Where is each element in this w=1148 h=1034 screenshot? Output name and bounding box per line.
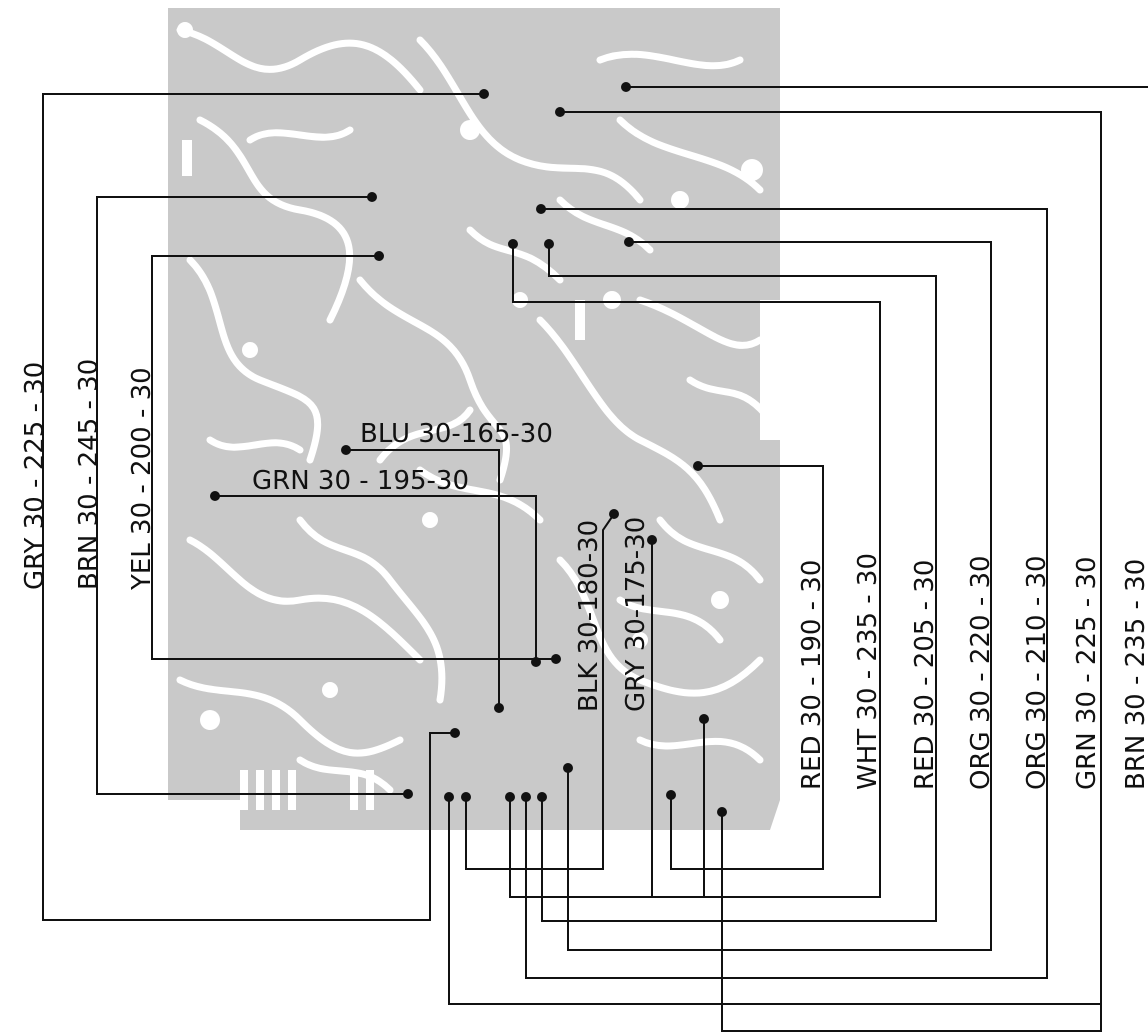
wires xyxy=(42,86,1148,1032)
label-brn-235: BRN 30 - 235 - 30 xyxy=(1121,559,1148,790)
wire-org-210 xyxy=(567,241,992,951)
pad xyxy=(210,491,220,501)
pad xyxy=(367,192,377,202)
label-gry-175: GRY 30-175-30 xyxy=(621,517,651,712)
pad xyxy=(555,107,565,117)
pad xyxy=(624,237,634,247)
wire-gry-175 xyxy=(526,540,653,898)
label-grn-195: GRN 30 - 195-30 xyxy=(252,466,469,496)
pad xyxy=(444,792,454,802)
pad xyxy=(521,792,531,802)
pad xyxy=(494,703,504,713)
pad xyxy=(341,445,351,455)
pad xyxy=(536,204,546,214)
pad xyxy=(563,763,573,773)
pad xyxy=(403,789,413,799)
pad xyxy=(508,239,518,249)
label-org-210: ORG 30 - 210 - 30 xyxy=(1022,555,1052,790)
wire-gry-225 xyxy=(42,93,484,921)
wire-red-205 xyxy=(509,244,881,898)
wire-grn-225 xyxy=(525,208,1048,979)
wire-yel-200 xyxy=(151,255,556,660)
label-red-190: RED 30 - 190 - 30 xyxy=(797,560,827,790)
wire-grn-195 xyxy=(215,495,537,662)
wire-org-220 xyxy=(541,244,937,922)
label-brn-245: BRN 30 - 245 - 30 xyxy=(74,359,104,590)
wire-brn-245 xyxy=(96,196,408,795)
pad xyxy=(461,792,471,802)
label-org-220: ORG 30 - 220 - 30 xyxy=(966,555,996,790)
label-blk-180: BLK 30-180-30 xyxy=(574,520,604,712)
pad xyxy=(621,82,631,92)
pad xyxy=(699,714,709,724)
wire-red-190 xyxy=(670,465,824,870)
wire-blu-165 xyxy=(346,449,500,708)
pad xyxy=(479,89,489,99)
label-blu-165: BLU 30-165-30 xyxy=(360,419,553,449)
pad xyxy=(450,728,460,738)
pad xyxy=(609,509,619,519)
pad xyxy=(717,807,727,817)
pad xyxy=(505,792,515,802)
pad xyxy=(531,657,541,667)
pad xyxy=(693,461,703,471)
wire-bottom-loop xyxy=(448,797,1101,1005)
wire-wht-235 xyxy=(703,719,880,898)
label-wht-235: WHT 30 - 235 - 30 xyxy=(853,553,883,790)
board-holes xyxy=(177,22,763,810)
wire-blk-180 xyxy=(465,513,615,870)
pad xyxy=(551,654,561,664)
label-red-205: RED 30 - 205 - 30 xyxy=(910,560,940,790)
wire-brn-235 xyxy=(560,111,1102,1032)
label-grn-225: GRN 30 - 225 - 30 xyxy=(1072,556,1102,790)
pad xyxy=(666,790,676,800)
pad xyxy=(647,535,657,545)
pad xyxy=(537,792,547,802)
pad xyxy=(544,239,554,249)
connection-pads xyxy=(210,82,727,817)
label-yel-200: YEL 30 - 200 - 30 xyxy=(127,367,157,591)
label-gry-225: GRY 30 - 225 - 30 xyxy=(20,362,50,590)
pad xyxy=(374,251,384,261)
